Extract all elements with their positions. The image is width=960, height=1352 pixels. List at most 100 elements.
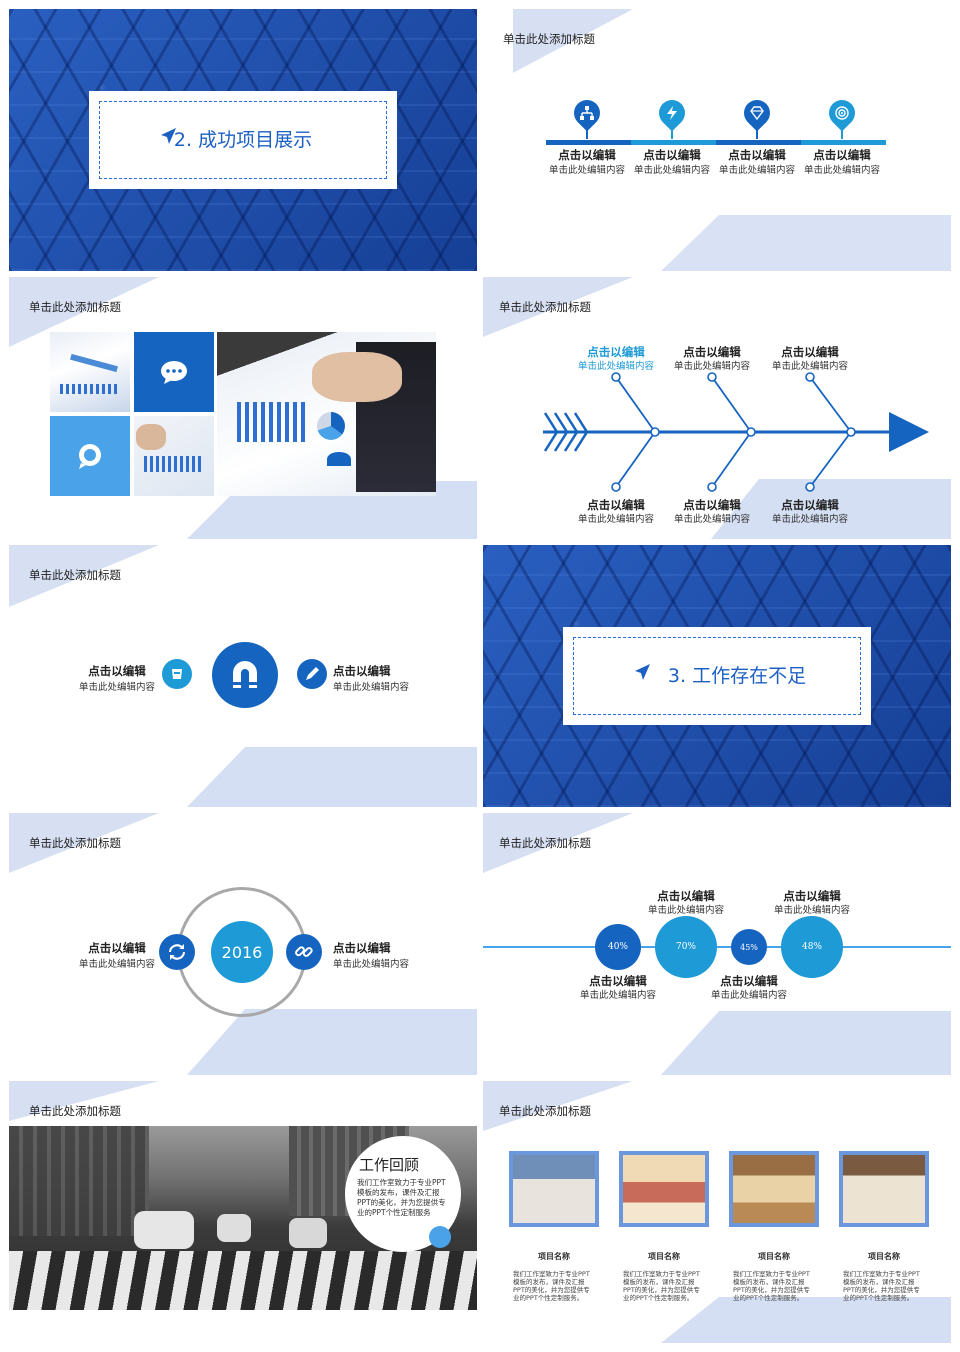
timeline-label: 点击以编辑 — [728, 148, 786, 162]
slide-section-3[interactable]: 3. 工作存在不足 — [483, 545, 951, 807]
photo-chart-paper — [50, 332, 130, 412]
refresh-badge[interactable] — [159, 934, 195, 970]
percent-circle: 48% — [781, 916, 843, 978]
fishbone-bottom-sub: 单击此处编辑内容 — [577, 514, 654, 525]
fishbone-bottom-label: 点击以编辑 — [781, 498, 839, 512]
cup-badge[interactable] — [162, 659, 192, 689]
project-photo[interactable] — [509, 1151, 599, 1227]
project-photo[interactable] — [619, 1151, 709, 1227]
left-sub: 单击此处编辑内容 — [79, 959, 156, 970]
slide-section-2[interactable]: 2. 成功项目展示 — [9, 9, 477, 271]
timeline-sub: 单击此处编辑内容 — [803, 165, 880, 176]
percent-label: 点击以编辑 — [657, 889, 715, 903]
photo-business-report — [217, 332, 436, 496]
review-heading: 工作回顾 — [359, 1156, 420, 1174]
project-desc: 我们工作室致力于专业PPT模板的发布，课件及汇报PPT的美化，并为您提供专业的P… — [623, 1270, 700, 1302]
timeline-bar — [546, 140, 886, 145]
project-desc: 我们工作室致力于专业PPT模板的发布，课件及汇报PPT的美化，并为您提供专业的P… — [513, 1270, 590, 1302]
percent-circle: 70% — [655, 916, 717, 978]
slide-title: 单击此处添加标题 — [503, 32, 595, 46]
slide-percent-circles[interactable]: 单击此处添加标题 40%70%45%48%点击以编辑单击此处编辑内容点击以编辑单… — [483, 813, 951, 1075]
percent-sub: 单击此处编辑内容 — [773, 905, 850, 916]
slide-work-review[interactable]: 单击此处添加标题 工作回顾 我们工作室致力于专业PPT模板的发布，课件及汇报PP… — [9, 1081, 477, 1343]
timeline-label: 点击以编辑 — [643, 148, 701, 162]
slide-magnet[interactable]: 单击此处添加标题 点击以编辑 单击此处编辑内容 点击以编辑 单击此处编辑内容 — [9, 545, 477, 807]
slide-fishbone[interactable]: 单击此处添加标题 点击以编辑单击此处编辑内容点击以编辑单击此处编辑内容点击以编辑… — [483, 277, 951, 539]
slide-photo-grid[interactable]: 单击此处添加标题 — [9, 277, 477, 539]
project-name: 项目名称 — [868, 1252, 900, 1261]
percent-circle: 40% — [595, 924, 641, 970]
right-label: 点击以编辑 — [333, 664, 391, 678]
project-photo[interactable] — [839, 1151, 929, 1227]
project-photo[interactable] — [729, 1151, 819, 1227]
pin-stem — [841, 125, 843, 139]
timeline-label: 点击以编辑 — [558, 148, 616, 162]
left-label: 点击以编辑 — [88, 941, 146, 955]
right-label: 点击以编辑 — [333, 941, 391, 955]
left-label: 点击以编辑 — [88, 664, 146, 678]
magnet-badge[interactable] — [212, 642, 278, 708]
link-badge[interactable] — [286, 934, 322, 970]
refresh-icon — [169, 944, 185, 960]
fishbone-top-sub: 单击此处编辑内容 — [577, 361, 654, 372]
fishbone-top-sub: 单击此处编辑内容 — [673, 361, 750, 372]
comment-tile[interactable] — [50, 416, 130, 496]
pin-stem — [756, 125, 758, 139]
percent-sub: 单击此处编辑内容 — [647, 905, 724, 916]
fishbone-bottom-sub: 单击此处编辑内容 — [771, 514, 848, 525]
year-badge: 2016 — [211, 921, 273, 983]
percent-circle: 45% — [731, 929, 767, 965]
fishbone-top-label: 点击以编辑 — [683, 345, 741, 359]
accent-dot — [429, 1226, 451, 1248]
fishbone-diagram — [543, 372, 929, 492]
comment-icon — [79, 444, 101, 469]
project-name: 项目名称 — [758, 1252, 790, 1261]
year-text: 2016 — [221, 942, 263, 962]
slide-title: 单击此处添加标题 — [29, 836, 121, 850]
section-heading: 2. 成功项目展示 — [173, 129, 313, 151]
sitemap-icon — [579, 105, 595, 121]
fishbone-top-sub: 单击此处编辑内容 — [771, 361, 848, 372]
fishbone-top-label: 点击以编辑 — [587, 345, 645, 359]
project-desc: 我们工作室致力于专业PPT模板的发布，课件及汇报PPT的美化，并为您提供专业的P… — [733, 1270, 810, 1302]
project-name: 项目名称 — [538, 1252, 570, 1261]
project-desc: 我们工作室致力于专业PPT模板的发布，课件及汇报PPT的美化，并为您提供专业的P… — [843, 1270, 920, 1302]
lightning-icon — [664, 105, 680, 121]
slide-title: 单击此处添加标题 — [29, 1104, 121, 1118]
pencil-badge[interactable] — [297, 659, 327, 689]
pin-stem — [586, 125, 588, 139]
diamond-icon — [749, 105, 765, 121]
send-arrow-icon — [635, 664, 650, 680]
slide-timeline[interactable]: 单击此处添加标题 点击以编辑单击此处编辑内容点击以编辑单击此处编辑内容点击以编辑… — [483, 9, 951, 271]
right-sub: 单击此处编辑内容 — [333, 959, 410, 970]
timeline-sub: 单击此处编辑内容 — [633, 165, 710, 176]
baseline — [483, 946, 951, 948]
section-heading: 3. 工作存在不足 — [667, 665, 807, 687]
cup-icon — [172, 669, 182, 679]
slide-title: 单击此处添加标题 — [499, 1104, 591, 1118]
percent-label: 点击以编辑 — [783, 889, 841, 903]
timeline-sub: 单击此处编辑内容 — [548, 165, 625, 176]
slide-title: 单击此处添加标题 — [29, 300, 121, 314]
fishbone-bottom-sub: 单击此处编辑内容 — [673, 514, 750, 525]
section-card: 2. 成功项目展示 — [89, 91, 397, 189]
percent-label: 点击以编辑 — [720, 974, 778, 988]
slide-projects[interactable]: 单击此处添加标题 项目名称我们工作室致力于专业PPT模板的发布，课件及汇报PPT… — [483, 1081, 951, 1343]
magnet-icon — [233, 661, 257, 688]
chat-tile[interactable] — [134, 332, 214, 412]
target-icon — [834, 105, 850, 121]
fishbone-top-label: 点击以编辑 — [781, 345, 839, 359]
left-sub: 单击此处编辑内容 — [79, 682, 156, 693]
slide-year-ring[interactable]: 单击此处添加标题 2016 点击以编辑 单击此处编辑内容 点击以编辑 单击此处编… — [9, 813, 477, 1075]
percent-sub: 单击此处编辑内容 — [579, 990, 656, 1001]
timeline-sub: 单击此处编辑内容 — [718, 165, 795, 176]
review-body: 我们工作室致力于专业PPT模板的发布，课件及汇报PPT的美化，并为您提供专业的P… — [357, 1178, 446, 1217]
fishbone-bottom-label: 点击以编辑 — [683, 498, 741, 512]
pin-stem — [671, 125, 673, 139]
pencil-icon — [306, 667, 319, 680]
slide-title: 单击此处添加标题 — [499, 836, 591, 850]
photo-hands-chart — [134, 416, 214, 496]
fishbone-bottom-label: 点击以编辑 — [587, 498, 645, 512]
right-sub: 单击此处编辑内容 — [333, 682, 410, 693]
slide-title: 单击此处添加标题 — [499, 300, 591, 314]
